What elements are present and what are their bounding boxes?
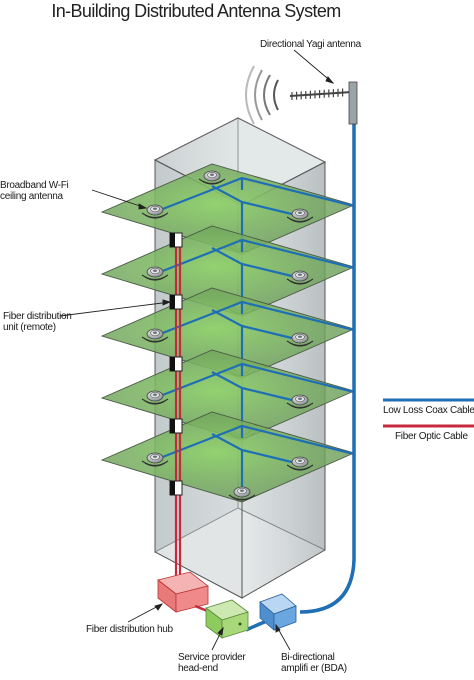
legend-coax-label: Low Loss Coax Cable bbox=[383, 405, 474, 416]
floor-1 bbox=[100, 163, 356, 255]
bda-label: Bi-directional amplifi er (BDA) bbox=[281, 652, 347, 674]
floors-group bbox=[100, 163, 356, 503]
fiber-distribution-unit-icon bbox=[169, 232, 183, 248]
bda-amplifier bbox=[259, 593, 297, 631]
fiber-distribution-unit-icon bbox=[169, 356, 183, 372]
fiber-distribution-unit-icon bbox=[169, 294, 183, 310]
legend bbox=[383, 398, 474, 428]
fiber-remote-label: Fiber distribution unit (remote) bbox=[3, 311, 72, 333]
wifi-antenna-label: Broadband W-Fi ceiling antenna bbox=[0, 180, 69, 202]
service-provider-label: Service provider head-end bbox=[178, 652, 246, 674]
diagram-title: In-Building Distributed Antenna System bbox=[51, 1, 340, 21]
service-provider-headend bbox=[194, 599, 249, 639]
yagi-label: Directional Yagi antenna bbox=[260, 39, 361, 50]
fiber-distribution-unit-icon bbox=[169, 418, 183, 434]
fiber-distribution-unit-icon bbox=[169, 480, 183, 496]
fiber-distribution-hub bbox=[157, 571, 209, 613]
leader-lines bbox=[59, 49, 335, 651]
fiber-hub-label: Fiber distribution hub bbox=[86, 624, 173, 635]
yagi-antenna-icon bbox=[245, 65, 358, 125]
legend-fiber-label: Fiber Optic Cable bbox=[395, 431, 468, 442]
